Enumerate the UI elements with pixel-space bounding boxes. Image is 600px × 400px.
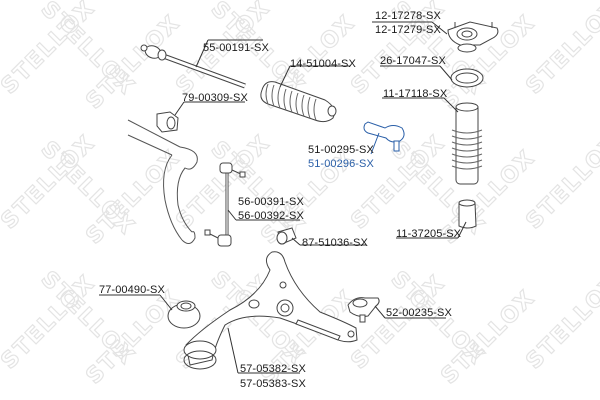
label-strut-boot[interactable]: 11-17118-SX	[383, 88, 448, 100]
label-control-arm-bushing-rear[interactable]: 77-00490-SX	[99, 284, 165, 296]
control-arm-part[interactable]	[183, 251, 358, 374]
ball-joint-part[interactable]	[347, 297, 446, 323]
stabilizer-bushing-part[interactable]	[156, 101, 245, 133]
label-stabilizer-link-2[interactable]: 56-00392-SX	[238, 210, 304, 222]
label-control-arm-bushing-front[interactable]: 87-51036-SX	[302, 237, 368, 249]
label-tie-rod[interactable]: 55-00191-SX	[203, 42, 269, 54]
label-steering-boot[interactable]: 14-51004-SX	[290, 58, 356, 70]
stabilizer-bar-part	[127, 119, 198, 244]
label-strut-bearing[interactable]: 26-17047-SX	[380, 55, 446, 67]
label-tie-rod-end-1[interactable]: 51-00295-SX	[308, 144, 374, 156]
label-control-arm-1[interactable]: 57-05382-SX	[240, 363, 306, 375]
label-bump-stop[interactable]: 11-37205-SX	[396, 228, 462, 240]
tie-rod-end-part[interactable]	[363, 121, 405, 155]
strut-bearing-part[interactable]	[380, 65, 484, 88]
strut-mount-part[interactable]	[372, 21, 499, 53]
label-ball-joint[interactable]: 52-00235-SX	[386, 307, 452, 319]
tie-rod-part[interactable]	[140, 39, 263, 89]
bump-stop-part[interactable]	[396, 199, 477, 239]
steering-boot-part[interactable]	[260, 65, 350, 123]
label-strut-mount-1[interactable]: 12-17278-SX	[375, 10, 441, 22]
label-stabilizer-link-1[interactable]: 56-00391-SX	[238, 196, 304, 208]
label-control-arm-2[interactable]: 57-05383-SX	[240, 378, 306, 390]
control-arm-bushing-front-part[interactable]	[276, 227, 366, 246]
label-tie-rod-end-2-highlighted[interactable]: 51-00296-SX	[308, 158, 374, 170]
control-arm-bushing-rear-part[interactable]	[99, 294, 201, 329]
strut-boot-part[interactable]	[382, 97, 483, 185]
stabilizer-link-part[interactable]	[204, 162, 300, 247]
label-stabilizer-bushing[interactable]: 79-00309-SX	[182, 92, 248, 104]
label-strut-mount-2[interactable]: 12-17279-SX	[375, 24, 441, 36]
